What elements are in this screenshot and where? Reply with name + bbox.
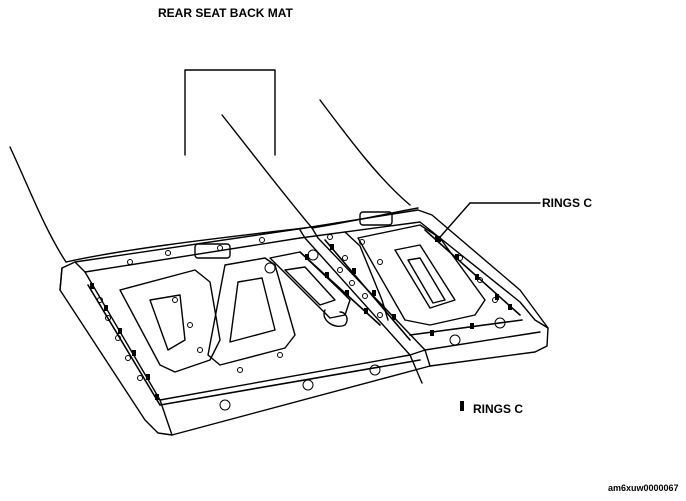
mat-leader-lines bbox=[184, 69, 276, 156]
mat-flaps bbox=[9, 99, 419, 263]
rings-c-label: RINGS C bbox=[542, 196, 593, 210]
figure-code: am6xuw0000067 bbox=[608, 483, 679, 493]
cushion-holes bbox=[97, 234, 506, 411]
mat-label: REAR SEAT BACK MAT bbox=[158, 6, 293, 20]
rings-c-legend-label: RINGS C bbox=[473, 402, 524, 416]
left-panel-recesses bbox=[119, 243, 351, 373]
ring-c-marker-icon bbox=[460, 401, 464, 411]
ring-markers bbox=[90, 236, 512, 400]
ring-lines bbox=[87, 229, 523, 406]
